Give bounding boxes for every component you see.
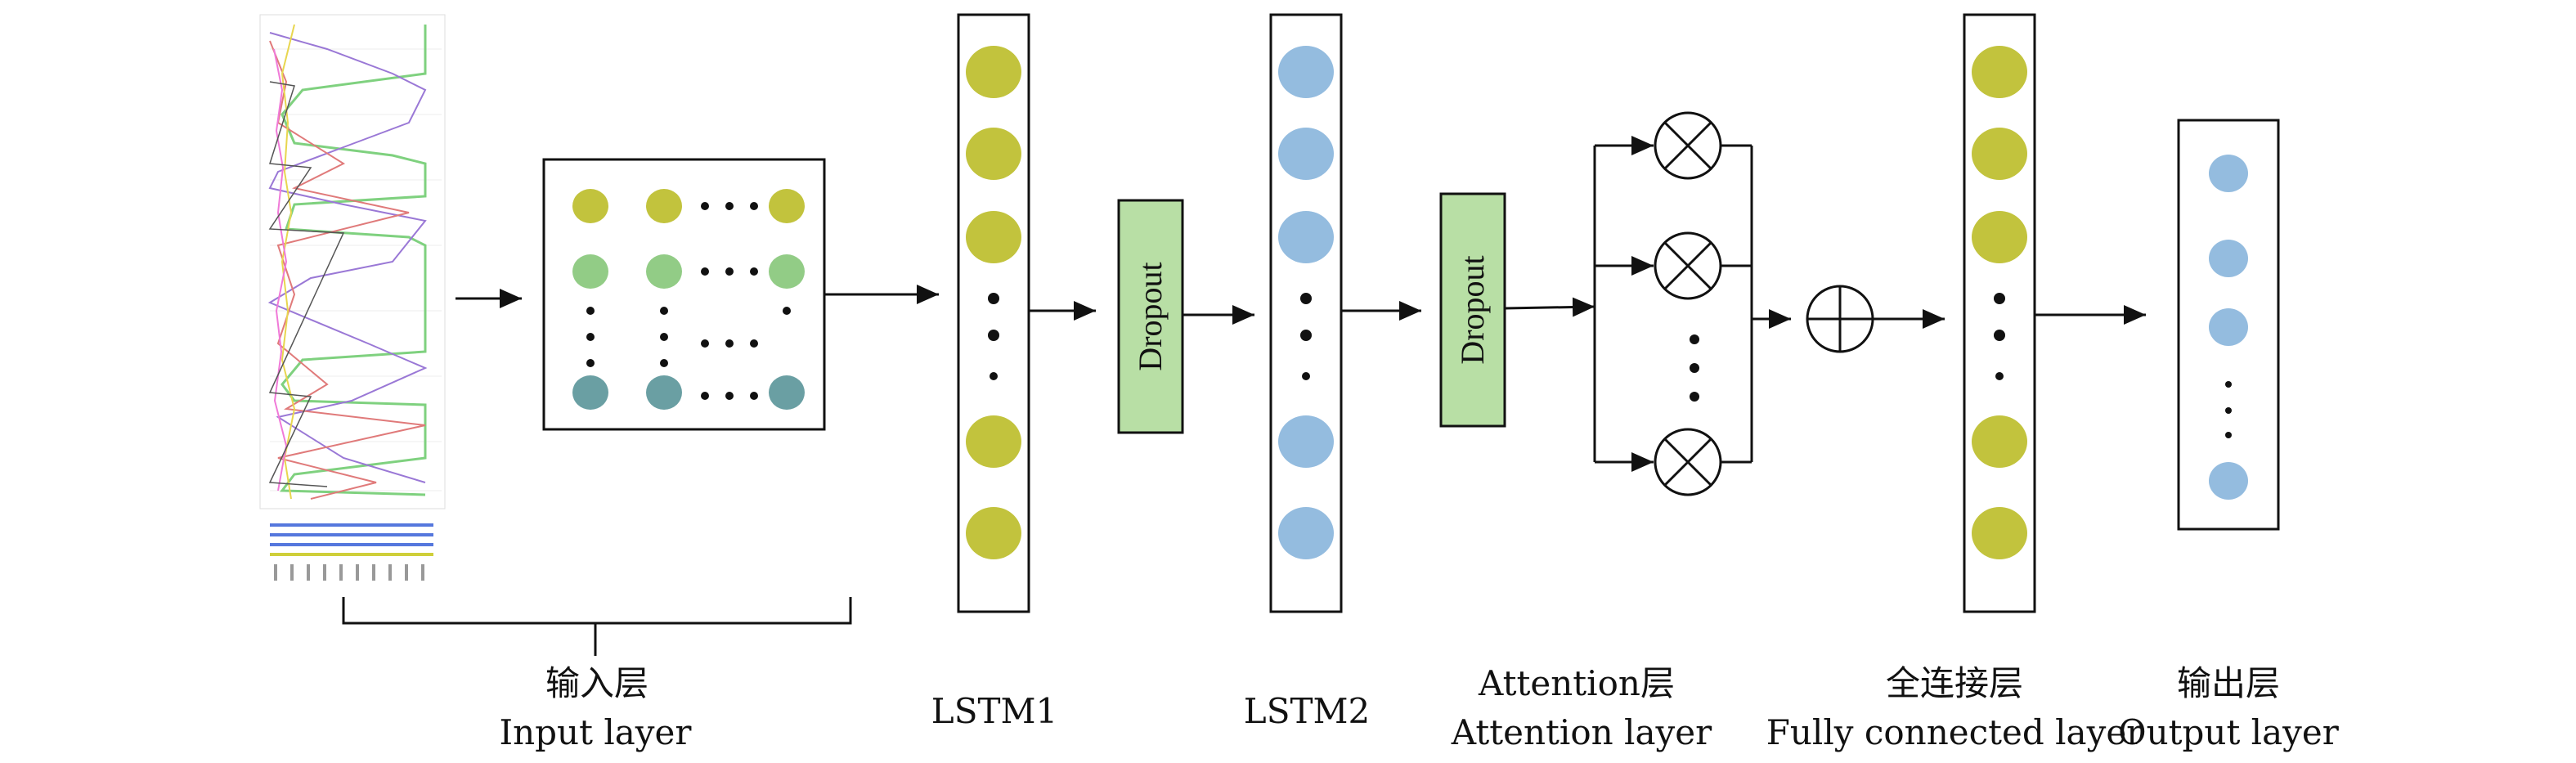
layer-node [1972, 507, 2027, 559]
ellipsis-dot [988, 330, 999, 341]
ellipsis-dot [1300, 330, 1312, 341]
layer-node [1972, 46, 2027, 98]
ellipsis-dot [750, 392, 758, 400]
layer-node [1278, 128, 1334, 180]
layer-node [1278, 211, 1334, 263]
lstm2-label: LSTM2 [1244, 691, 1370, 731]
output-node [2209, 155, 2248, 192]
ellipsis-dot [701, 339, 709, 348]
input-bracket [342, 597, 852, 656]
ellipsis-dot [988, 293, 999, 304]
ellipsis-dot [750, 267, 758, 276]
input-node [769, 254, 805, 289]
ellipsis-dot [1995, 372, 2004, 380]
dropout1-label: Dropout [1132, 262, 1169, 370]
ellipsis-dot [586, 359, 595, 367]
layer-node [1972, 128, 2027, 180]
ellipsis-dot [1994, 330, 2005, 341]
ellipsis-dot [725, 392, 734, 400]
ellipsis-dot [750, 202, 758, 210]
input-layer-cn-label: 输入层 [545, 663, 648, 703]
input-node [572, 254, 608, 289]
circled-times-icon [1654, 428, 1722, 496]
fc-layer-en-label: Fully connected layer [1766, 712, 2143, 752]
ellipsis-dot [725, 339, 734, 348]
input-node [646, 375, 682, 410]
ellipsis-dot [2225, 381, 2232, 388]
layer-node [1278, 415, 1334, 468]
lstm1-layer [957, 13, 1030, 613]
input-node [769, 189, 805, 223]
ellipsis-dot [750, 339, 758, 348]
layer-node [1278, 46, 1334, 98]
attention-ellipsis [1690, 334, 1699, 402]
lstm2-layer [1269, 13, 1343, 613]
layer-node [1278, 507, 1334, 559]
output-node [2209, 240, 2248, 277]
ellipsis-dot [701, 267, 709, 276]
layer-node [966, 128, 1021, 180]
ellipsis-dot [783, 307, 791, 315]
input-node [572, 375, 608, 410]
layer-node [966, 507, 1021, 559]
layer-node [1972, 211, 2027, 263]
ellipsis-dot [660, 307, 668, 315]
dropout2-label: Dropout [1454, 255, 1491, 364]
input-matrix [542, 158, 826, 431]
ellipsis-dot [586, 307, 595, 315]
ellipsis-dot [701, 202, 709, 210]
input-node [646, 189, 682, 223]
fc-layer [1963, 13, 2036, 613]
attention-mechanism [1593, 111, 1945, 496]
ellipsis-dot [725, 202, 734, 210]
ellipsis-dot [660, 333, 668, 341]
fc-layer-cn-label: 全连接层 [1886, 663, 2023, 703]
output-layer-en-label: Output layer [2118, 712, 2340, 752]
ellipsis-dot [725, 267, 734, 276]
circled-times-icon [1654, 111, 1722, 180]
output-node [2209, 462, 2248, 500]
input-node [646, 254, 682, 289]
output-node [2209, 308, 2248, 346]
dropout2-block: Dropout [1439, 192, 1506, 428]
layer-node [966, 46, 1021, 98]
ellipsis-dot [701, 392, 709, 400]
output-layer [2177, 119, 2280, 531]
input-node [769, 375, 805, 410]
ellipsis-dot [660, 359, 668, 367]
input-layer-en-label: Input layer [500, 712, 693, 752]
layer-node [966, 415, 1021, 468]
dropout1-block: Dropout [1117, 199, 1184, 434]
circled-plus-icon [1806, 285, 1874, 353]
arrow-dropout2-to-attention [1504, 297, 1595, 317]
circled-times-icon [1654, 231, 1722, 300]
input-chart-thumbnail [259, 14, 446, 581]
ellipsis-dot [2225, 432, 2232, 438]
layer-node [1972, 415, 2027, 468]
lstm1-label: LSTM1 [931, 691, 1057, 731]
attention-layer-en-label: Attention layer [1451, 712, 1712, 752]
ellipsis-dot [1302, 372, 1310, 380]
ellipsis-dot [2225, 407, 2232, 414]
ellipsis-dot [1994, 293, 2005, 304]
attention-layer-cn-label: Attention层 [1478, 663, 1675, 703]
ellipsis-dot [990, 372, 998, 380]
ellipsis-dot [1300, 293, 1312, 304]
input-node [572, 189, 608, 223]
layer-node [966, 211, 1021, 263]
output-layer-cn-label: 输出层 [2177, 663, 2280, 703]
ellipsis-dot [586, 333, 595, 341]
